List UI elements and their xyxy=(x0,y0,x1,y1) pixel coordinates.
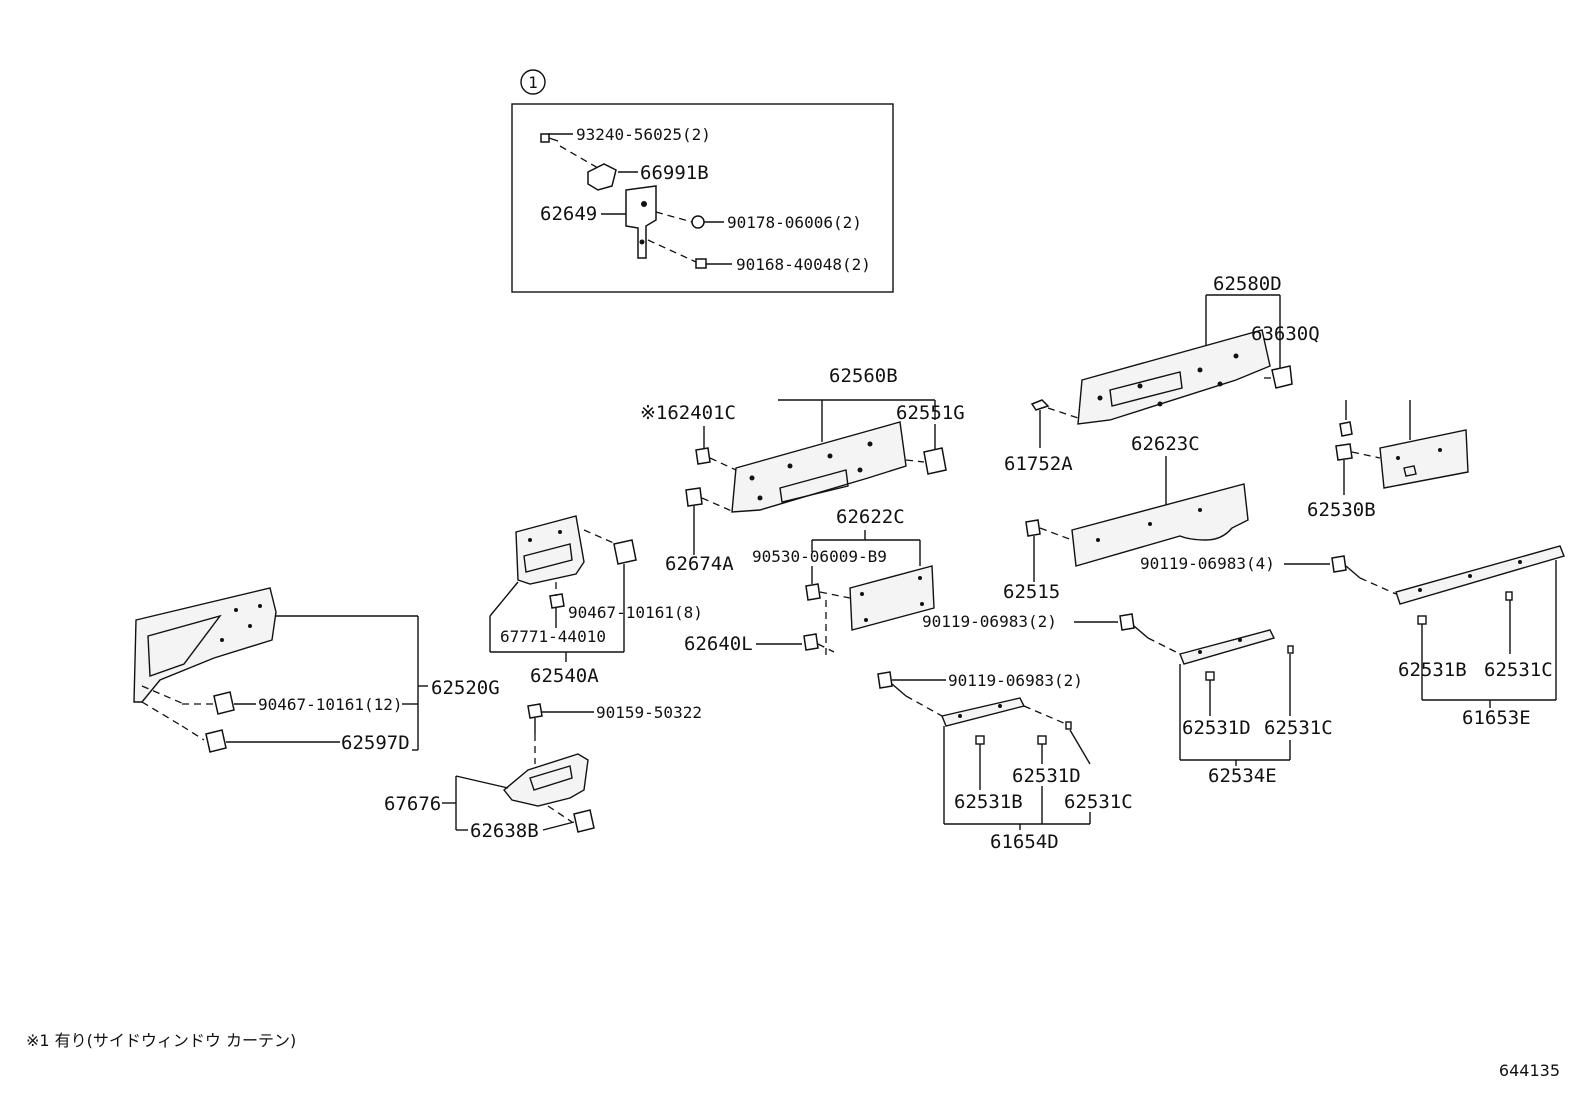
nut-part-90178 xyxy=(691,215,705,229)
group-61653E: 90119-06983(4) 62531B 62531C 61653E xyxy=(1140,545,1565,729)
clip-part-62551G xyxy=(923,447,947,475)
bolt-part-90119-4 xyxy=(1331,555,1347,573)
panel-part-62622C xyxy=(849,565,935,631)
group-62580D: 62580D 63630Q xyxy=(1077,273,1320,425)
label-62540A: 62540A xyxy=(530,665,599,687)
panel-part-62580D xyxy=(1077,329,1271,425)
label-61654D: 61654D xyxy=(990,831,1059,853)
label-62649: 62649 xyxy=(540,203,597,225)
label-62674A: 62674A xyxy=(665,553,734,575)
label-90119-06983-4: 90119-06983(4) xyxy=(1140,554,1275,573)
inset-box xyxy=(511,103,894,293)
screw-part-62401C xyxy=(695,447,711,465)
bolt-part-90119-2b xyxy=(877,671,893,689)
clip-part-62597D xyxy=(205,729,227,753)
inset-bolt xyxy=(540,133,559,143)
label-90119-06983-2a: 90119-06983(2) xyxy=(922,612,1057,631)
label-62638B: 62638B xyxy=(470,820,539,842)
group-61752A: 61752A xyxy=(1004,399,1079,475)
screw-part-90530 xyxy=(805,583,821,601)
label-62531C-right: 62531C xyxy=(1484,659,1553,681)
group-61654D: 90119-06983(2) 62531D 62531B 62531C 6165… xyxy=(877,671,1133,853)
rail-part-61653E xyxy=(1395,545,1565,605)
clip-part-62530B xyxy=(1335,443,1353,461)
label-61653E: 61653E xyxy=(1462,707,1531,729)
label-62580D: 62580D xyxy=(1213,273,1282,295)
inset-group: 1 93240-56025(2) 66991B 62649 90178-0600… xyxy=(511,69,894,293)
label-62531B-left: 62531B xyxy=(954,791,1023,813)
label-67676: 67676 xyxy=(384,793,441,815)
label-93240-56025: 93240-56025(2) xyxy=(576,125,711,144)
panel-part-62520G xyxy=(133,587,277,703)
group-62623C: 62623C 62515 xyxy=(1003,433,1249,603)
panel-part-62560B xyxy=(731,421,907,513)
label-62531C-left: 62531C xyxy=(1064,791,1133,813)
label-66991B: 66991B xyxy=(640,162,709,184)
bolt-part-90119-2a xyxy=(1119,613,1135,631)
footnote: ※1 有り(サイドウィンドウ カーテン) xyxy=(26,1031,296,1050)
clip-part-62515 xyxy=(1025,519,1041,537)
label-62401C: ※162401C xyxy=(640,402,736,424)
label-62622C: 62622C xyxy=(836,506,905,528)
label-63630Q: 63630Q xyxy=(1251,323,1320,345)
clip-part-63630Q xyxy=(1271,365,1293,389)
clip-part-61752A xyxy=(1030,399,1050,411)
label-62531D-left: 62531D xyxy=(1012,765,1081,787)
label-62531C-mid: 62531C xyxy=(1264,717,1333,739)
label-90119-06983-2b: 90119-06983(2) xyxy=(948,671,1083,690)
label-90168-40048: 90168-40048(2) xyxy=(736,255,871,274)
label-62597D: 62597D xyxy=(341,732,410,754)
label-62530B: 62530B xyxy=(1307,499,1376,521)
label-90178-06006: 90178-06006(2) xyxy=(727,213,862,232)
clip-part-62540A-b xyxy=(549,593,565,609)
group-62530B: 62530B xyxy=(1307,400,1469,521)
clip-part-90467-10161-12 xyxy=(213,691,235,715)
bracket-part-67676 xyxy=(503,753,589,807)
group-62540A: 90467-10161(8) 67771-44010 62540A xyxy=(489,515,703,687)
inset-marker: 1 xyxy=(528,73,538,92)
label-61752A: 61752A xyxy=(1004,453,1073,475)
clip-part-62540A-a xyxy=(613,539,637,565)
panel-part-62623C xyxy=(1071,483,1249,567)
label-90159-50322: 90159-50322 xyxy=(596,703,702,722)
rail-part-61654D xyxy=(941,697,1026,727)
bolt-part-90168 xyxy=(695,258,707,269)
label-62640L: 62640L xyxy=(684,633,753,655)
label-62515: 62515 xyxy=(1003,581,1060,603)
label-67771-44010: 67771-44010 xyxy=(500,627,606,646)
panel-part-62530B xyxy=(1379,429,1469,489)
group-62622C: 62622C 90530-06009-B9 62640L xyxy=(684,506,935,658)
screw-part-62674A xyxy=(685,487,703,507)
rail-part-62534E xyxy=(1179,629,1276,665)
label-62534E: 62534E xyxy=(1208,765,1277,787)
clip-part-62638B xyxy=(573,809,595,833)
inset-marker-circle xyxy=(520,69,546,95)
group-62534E: 90119-06983(2) 62531D 62531C 62534E xyxy=(922,612,1333,787)
screw-part-62640L xyxy=(803,633,819,651)
panel-part-62540A xyxy=(515,515,585,585)
group-62560B: 62560B ※162401C 62551G 62674A xyxy=(640,365,965,575)
label-62551G: 62551G xyxy=(896,402,965,424)
diagram-id: 644135 xyxy=(1499,1061,1560,1080)
group-67676: 90159-50322 67676 62638B xyxy=(384,703,702,842)
hook-part-66991B xyxy=(587,163,617,191)
label-62623C: 62623C xyxy=(1131,433,1200,455)
bolt-part-90159 xyxy=(527,703,543,719)
label-62560B: 62560B xyxy=(829,365,898,387)
label-62520G: 62520G xyxy=(431,677,500,699)
label-90467-10161-8: 90467-10161(8) xyxy=(568,603,703,622)
group-62520G: 62520G 90467-10161(12) 62597D xyxy=(133,587,500,754)
label-62531B-right: 62531B xyxy=(1398,659,1467,681)
bracket-part-62649 xyxy=(625,185,657,259)
label-62531D-mid: 62531D xyxy=(1182,717,1251,739)
label-90467-10161-12: 90467-10161(12) xyxy=(258,695,403,714)
label-90530-06009-B9: 90530-06009-B9 xyxy=(752,547,887,566)
clip-part-62530B-upper xyxy=(1339,421,1353,437)
